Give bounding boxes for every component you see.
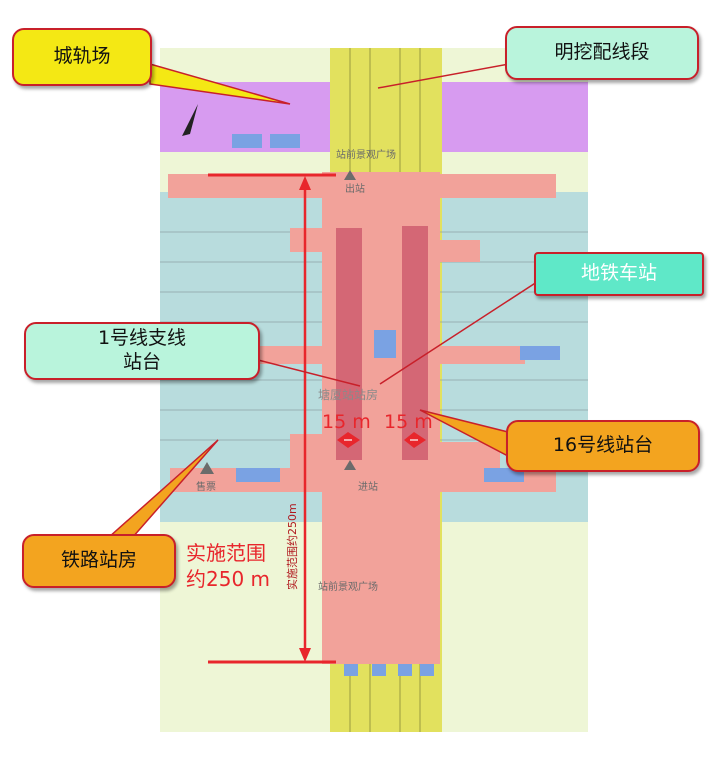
range-arrow-head-top bbox=[299, 176, 311, 190]
vertical-range-label: 实施范围约250m bbox=[285, 503, 299, 590]
callout-railway-station-building: 铁路站房 bbox=[22, 534, 176, 588]
callout-urban-rail-yard: 城轨场 bbox=[12, 28, 152, 86]
range-label-line2: 约250 m bbox=[186, 567, 271, 591]
south-plaza-label: 站前景观广场 bbox=[318, 582, 378, 593]
line1-branch-platform-strip bbox=[336, 228, 362, 460]
callout-cut-and-cover-section: 明挖配线段 bbox=[505, 26, 699, 80]
ticket-label: 售票 bbox=[196, 482, 216, 493]
urban-rail-yard-zone-right bbox=[440, 82, 588, 152]
platform-width-right-label: 15 m bbox=[384, 411, 433, 433]
callout-line16-platform: 16号线站台 bbox=[506, 420, 700, 472]
entrance-marker-icon bbox=[344, 460, 356, 470]
connector-wing bbox=[260, 346, 330, 364]
range-arrow-head-bottom bbox=[299, 648, 311, 662]
range-label-line1: 实施范围 bbox=[186, 541, 266, 565]
equipment-blocks bbox=[232, 134, 560, 676]
connector-wing bbox=[440, 240, 480, 262]
callout-metro-station: 地铁车站 bbox=[534, 252, 704, 296]
exit-top-label: 出站 bbox=[345, 184, 365, 195]
connector-wing bbox=[290, 228, 330, 252]
line1-branch-platform-line2: 站台 bbox=[122, 351, 161, 373]
callout-line1-branch-platform: 1号线支线 站台 bbox=[24, 322, 260, 380]
entrance-marker-icon bbox=[200, 462, 214, 474]
implementation-range-label: 实施范围 约250 m bbox=[186, 540, 270, 592]
north-concourse bbox=[168, 174, 556, 198]
connector-wing bbox=[290, 434, 330, 468]
connector-wing bbox=[440, 346, 525, 364]
station-building-label: 塘厦站站房 bbox=[318, 388, 379, 402]
line16-platform-strip bbox=[402, 226, 428, 460]
north-arrow-icon bbox=[182, 104, 198, 136]
entrance-marker-icon bbox=[344, 170, 356, 180]
platform-width-left-label: 15 m bbox=[322, 411, 371, 433]
entry-label: 进站 bbox=[358, 482, 378, 493]
north-plaza-label: 站前景观广场 bbox=[336, 150, 396, 161]
line1-branch-platform-line1: 1号线支线 bbox=[97, 327, 187, 350]
